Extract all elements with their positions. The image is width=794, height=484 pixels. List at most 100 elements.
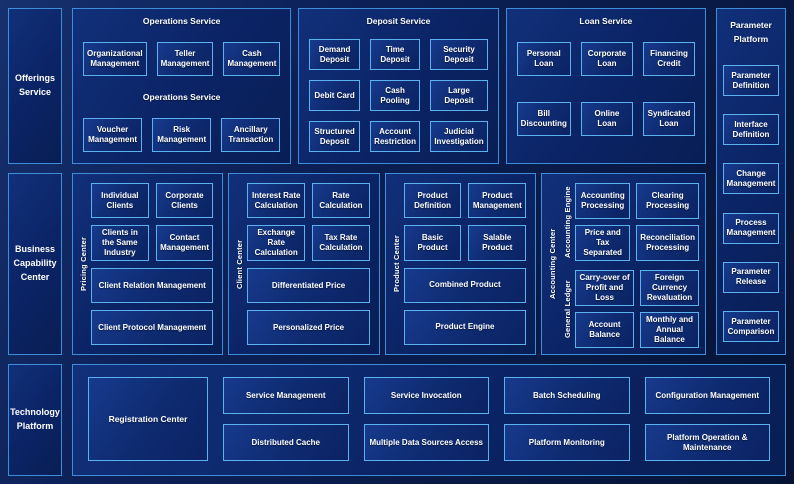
block-interface-definition: Interface Definition: [723, 114, 779, 146]
block-account-balance: Account Balance: [575, 312, 635, 348]
block-combined-product: Combined Product: [403, 267, 527, 303]
client-center-grid: Interest Rate Calculation Rate Calculati…: [247, 183, 370, 345]
technology-platform-sidebar: Technology Platform: [8, 364, 62, 476]
product-center-vertical-label: Product Center: [391, 235, 401, 293]
parameter-platform-title: Parameter Platform: [730, 20, 772, 45]
block-parameter-comparison: Parameter Comparison: [723, 311, 779, 342]
pricing-center-panel: Pricing Center Individual Clients Corpor…: [72, 173, 224, 355]
operations-service-panel: Operations Service Organizational Manage…: [72, 8, 292, 164]
block-personal-loan: Personal Loan: [516, 42, 571, 76]
tech-column-4: Configuration Management Platform Operat…: [644, 377, 770, 461]
block-registration-center: Registration Center: [88, 377, 208, 461]
offerings-service-label: Offerings Service: [14, 73, 55, 97]
block-structured-deposit: Structured Deposit: [309, 121, 360, 152]
business-capability-label: Business Capability Center: [13, 244, 57, 282]
operations-service-title: Operations Service: [142, 16, 221, 26]
block-parameter-release: Parameter Release: [723, 261, 779, 293]
block-demand-deposit: Demand Deposit: [309, 39, 360, 70]
block-security-deposit: Security Deposit: [430, 39, 488, 70]
block-service-invocation: Service Invocation: [363, 377, 489, 414]
deposit-grid: Demand Deposit Time Deposit Security Dep…: [309, 39, 488, 152]
block-debit-card: Debit Card: [309, 80, 360, 111]
block-reconciliation-processing: Reconciliation Processing: [636, 225, 699, 261]
block-cash-management: Cash Management: [223, 42, 281, 76]
block-corporate-loan: Corporate Loan: [580, 42, 633, 76]
block-voucher-management: Voucher Management: [83, 118, 143, 152]
operations-service-subtitle: Operations Service: [142, 92, 221, 102]
block-accounting-processing: Accounting Processing: [575, 183, 631, 219]
block-product-management: Product Management: [468, 183, 527, 219]
block-financing-credit: Financing Credit: [642, 42, 695, 76]
accounting-center-vertical-label: Accounting Center: [548, 228, 558, 300]
client-center-vertical-label: Client Center: [235, 239, 245, 289]
top-services-row: Operations Service Organizational Manage…: [72, 8, 706, 164]
block-monthly-annual-balance: Monthly and Annual Balance: [640, 312, 699, 348]
accounting-engine-group: Accounting Engine Accounting Processing …: [560, 183, 699, 261]
block-basic-product: Basic Product: [403, 225, 462, 261]
block-account-restriction: Account Restriction: [369, 121, 421, 152]
block-service-management: Service Management: [223, 377, 349, 414]
pricing-center-grid: Individual Clients Corporate Clients Cli…: [91, 183, 214, 345]
block-foreign-currency-revaluation: Foreign Currency Revaluation: [640, 270, 699, 306]
block-exchange-rate-calculation: Exchange Rate Calculation: [247, 225, 306, 261]
pricing-center-vertical-label: Pricing Center: [79, 236, 88, 292]
block-price-tax-separated: Price and Tax Separated: [575, 225, 631, 261]
accounting-center-panel: Accounting Center Accounting Engine Acco…: [541, 173, 706, 355]
block-corporate-clients: Corporate Clients: [155, 183, 214, 218]
loan-service-panel: Loan Service Personal Loan Corporate Loa…: [505, 8, 706, 164]
general-ledger-grid: Carry-over of Profit and Loss Foreign Cu…: [575, 270, 699, 348]
block-change-management: Change Management: [723, 163, 779, 195]
block-bill-discounting: Bill Discounting: [516, 102, 571, 136]
block-configuration-management: Configuration Management: [644, 377, 770, 414]
block-salable-product: Salable Product: [468, 225, 527, 261]
block-parameter-definition: Parameter Definition: [723, 65, 779, 97]
block-differentiated-price: Differentiated Price: [247, 268, 370, 303]
block-multiple-data-sources-access: Multiple Data Sources Access: [363, 424, 489, 461]
accounting-engine-vertical-label: Accounting Engine: [563, 186, 573, 258]
block-contact-management: Contact Management: [155, 225, 214, 261]
client-center-panel: Client Center Interest Rate Calculation …: [228, 173, 380, 355]
block-online-loan: Online Loan: [580, 102, 633, 136]
block-platform-operation-maintenance: Platform Operation & Maintenance: [644, 424, 770, 461]
block-tax-rate-calculation: Tax Rate Calculation: [312, 225, 370, 261]
loan-grid: Personal Loan Corporate Loan Financing C…: [516, 26, 695, 152]
block-time-deposit: Time Deposit: [369, 39, 421, 70]
block-teller-management: Teller Management: [156, 42, 214, 76]
tech-column-1: Service Management Distributed Cache: [223, 377, 349, 461]
capability-centers-row: Pricing Center Individual Clients Corpor…: [72, 173, 706, 355]
block-process-management: Process Management: [723, 212, 779, 244]
technology-platform-label: Technology Platform: [10, 407, 60, 431]
deposit-service-panel: Deposit Service Demand Deposit Time Depo…: [298, 8, 499, 164]
general-ledger-vertical-label: General Ledger: [563, 280, 573, 338]
block-rate-calculation: Rate Calculation: [312, 183, 370, 218]
block-individual-clients: Individual Clients: [91, 183, 149, 218]
parameter-platform-panel: Parameter Platform Parameter Definition …: [716, 8, 786, 355]
block-risk-management: Risk Management: [152, 118, 212, 152]
operations-row-1: Organizational Management Teller Managem…: [83, 42, 281, 76]
operations-row-2: Voucher Management Risk Management Ancil…: [83, 118, 281, 152]
block-platform-monitoring: Platform Monitoring: [504, 424, 630, 461]
technology-platform-panel: Registration Center Service Management D…: [72, 364, 786, 476]
block-organizational-management: Organizational Management: [83, 42, 147, 76]
accounting-engine-grid: Accounting Processing Clearing Processin…: [575, 183, 699, 261]
product-center-panel: Product Center Product Definition Produc…: [384, 173, 537, 355]
block-cash-pooling: Cash Pooling: [369, 80, 421, 111]
offerings-service-sidebar: Offerings Service: [8, 8, 62, 164]
tech-column-3: Batch Scheduling Platform Monitoring: [504, 377, 630, 461]
block-judicial-investigation: Judicial Investigation: [430, 121, 488, 152]
block-product-definition: Product Definition: [403, 183, 462, 219]
block-client-protocol-management: Client Protocol Management: [91, 310, 214, 345]
block-batch-scheduling: Batch Scheduling: [504, 377, 630, 414]
block-large-deposit: Large Deposit: [430, 80, 488, 111]
block-distributed-cache: Distributed Cache: [223, 424, 349, 461]
business-capability-sidebar: Business Capability Center: [8, 173, 62, 355]
tech-column-2: Service Invocation Multiple Data Sources…: [363, 377, 489, 461]
accounting-groups: Accounting Engine Accounting Processing …: [560, 183, 699, 348]
general-ledger-group: General Ledger Carry-over of Profit and …: [560, 270, 699, 348]
block-client-relation-management: Client Relation Management: [91, 268, 214, 303]
block-product-engine: Product Engine: [403, 309, 527, 345]
block-personalized-price: Personalized Price: [247, 310, 370, 345]
block-clearing-processing: Clearing Processing: [636, 183, 699, 219]
block-interest-rate-calculation: Interest Rate Calculation: [247, 183, 306, 218]
